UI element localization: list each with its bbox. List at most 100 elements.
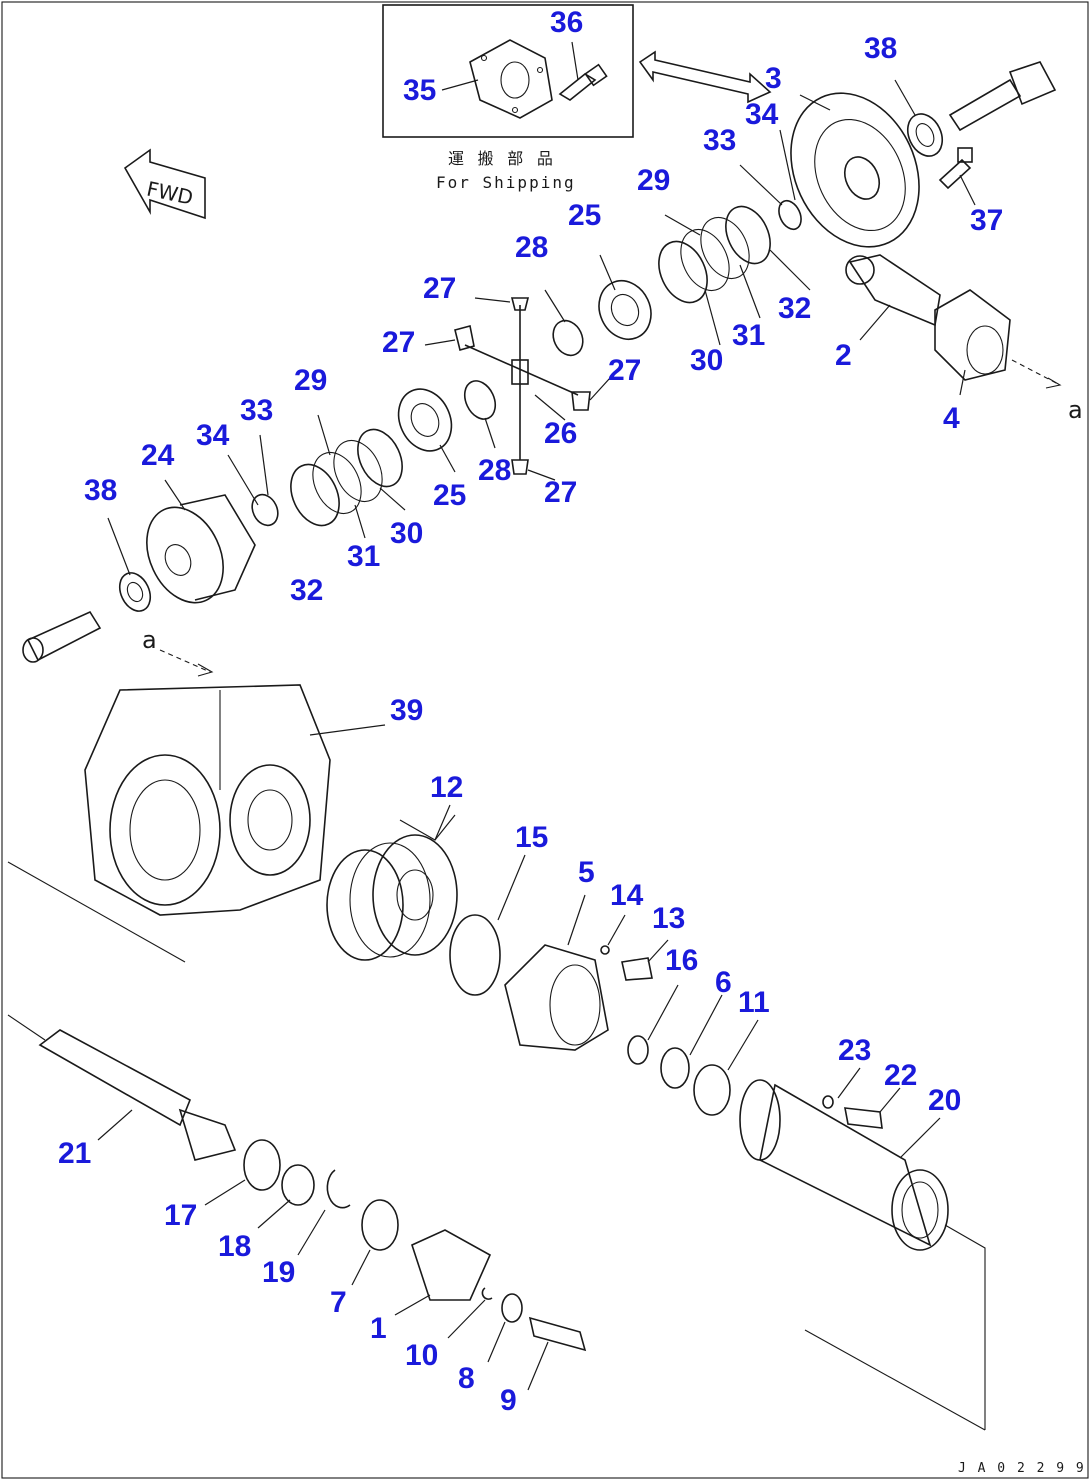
callout-33-right: 33 <box>703 124 736 157</box>
callout-11: 11 <box>738 986 770 1019</box>
pinion-gear-part-28-right <box>552 319 584 357</box>
washer-part-8 <box>501 1293 523 1323</box>
washer-part-33-right <box>778 199 802 231</box>
callout-3: 3 <box>765 62 782 95</box>
callout-31-right: 31 <box>732 319 765 352</box>
callout-28-right: 28 <box>515 231 548 264</box>
callout-7: 7 <box>330 1286 347 1319</box>
ref-mark-right: a <box>1068 396 1083 424</box>
callout-39: 39 <box>390 694 423 727</box>
callout-27-top: 27 <box>423 272 456 305</box>
bearing-part-38-right <box>906 113 944 157</box>
callout-26: 26 <box>544 417 577 450</box>
callout-17: 17 <box>164 1199 197 1232</box>
callout-38-left: 38 <box>84 474 117 507</box>
callout-13: 13 <box>652 902 685 935</box>
callout-32-left: 32 <box>290 574 323 607</box>
callout-34-right: 34 <box>745 98 779 131</box>
snap-ring-part-18 <box>281 1164 315 1206</box>
callout-30-left: 30 <box>390 517 423 550</box>
seal-part-16 <box>627 1035 649 1065</box>
callout-4: 4 <box>943 402 960 435</box>
callout-31-left: 31 <box>347 540 380 573</box>
brake-disc-pack-part-12 <box>326 834 458 961</box>
callout-21: 21 <box>58 1137 91 1170</box>
washer-part-10 <box>481 1287 493 1300</box>
fwd-label: FWD <box>145 177 196 210</box>
shaft-right-top <box>948 61 1057 132</box>
disc-pack-part-29-right <box>658 205 771 304</box>
o-ring-part-11 <box>693 1064 731 1116</box>
axis-line-lower <box>7 1014 46 1041</box>
callout-27-left: 27 <box>382 326 415 359</box>
callout-12: 12 <box>430 771 463 804</box>
callout-24: 24 <box>141 439 175 472</box>
axle-housing-part-39 <box>84 684 331 916</box>
callout-34-left: 34 <box>196 419 230 452</box>
callout-35: 35 <box>403 74 436 107</box>
callout-37: 37 <box>970 204 1003 237</box>
bolt-part-37 <box>938 147 973 190</box>
callout-20: 20 <box>928 1084 961 1117</box>
o-ring-part-15 <box>449 914 501 996</box>
callout-18: 18 <box>218 1230 251 1263</box>
diff-case-part-24 <box>146 494 256 604</box>
ref-dash-left <box>159 649 211 673</box>
callout-25-right: 25 <box>568 199 601 232</box>
callout-25-left: 25 <box>433 479 466 512</box>
bolt-part-36 <box>558 63 608 101</box>
axis-line-left <box>7 861 186 963</box>
shaft-left-top <box>22 610 102 663</box>
pinion-part-27-group <box>454 297 591 475</box>
callout-15: 15 <box>515 821 548 854</box>
spider-part-26 <box>464 305 579 460</box>
ref-mark-left: a <box>142 626 157 654</box>
bearing-part-17 <box>243 1139 281 1191</box>
bearing-part-6 <box>660 1047 690 1089</box>
callout-5: 5 <box>578 856 595 889</box>
callout-32-right: 32 <box>778 292 811 325</box>
cap-part-1 <box>411 1229 492 1301</box>
leader-lines <box>97 79 976 1391</box>
inset-caption-jp: 運 搬 部 品 <box>448 149 555 168</box>
callout-8: 8 <box>458 1362 475 1395</box>
callout-labels: 3 34 33 38 37 29 25 28 27 27 27 26 27 28… <box>58 32 1003 1417</box>
ring-gear-part-3 <box>790 92 920 248</box>
callout-22: 22 <box>884 1059 917 1092</box>
callout-2: 2 <box>835 339 852 372</box>
axis-line-right <box>944 1224 986 1430</box>
bolt-part-9 <box>528 1316 587 1352</box>
inset-caption-en: For Shipping <box>436 173 576 192</box>
callout-23: 23 <box>838 1034 871 1067</box>
forward-direction-icon: FWD <box>123 148 206 220</box>
washer-part-33-left <box>251 493 279 527</box>
pin-part-14 <box>600 945 610 955</box>
axis-line-bottom <box>804 1329 986 1431</box>
bolt-part-22 <box>844 1107 883 1129</box>
coupling-part-4 <box>934 289 1011 381</box>
side-gear-part-25-left <box>397 388 453 452</box>
callout-14: 14 <box>610 879 644 912</box>
bearing-part-38-left <box>118 572 152 612</box>
callout-27-right: 27 <box>608 354 641 387</box>
double-arrow-icon <box>638 50 772 104</box>
callout-36: 36 <box>550 6 583 39</box>
callout-27-bottom: 27 <box>544 476 577 509</box>
callout-30-right: 30 <box>690 344 723 377</box>
cover-plate-part-35 <box>469 39 553 119</box>
callout-9: 9 <box>500 1384 517 1417</box>
disc-pack-part-29-left <box>290 428 403 527</box>
callout-33-left: 33 <box>240 394 273 427</box>
shipping-inset: 35 36 運 搬 部 品 For Shipping <box>382 4 634 192</box>
callout-1: 1 <box>370 1312 387 1345</box>
drawing-code: J A 0 2 2 9 9 4 <box>958 1461 1090 1476</box>
snap-ring-part-19 <box>326 1169 351 1209</box>
callout-28-left: 28 <box>478 454 511 487</box>
callout-29-right: 29 <box>637 164 670 197</box>
axle-tube-part-20 <box>739 1079 949 1251</box>
pinion-gear-part-28-left <box>463 380 497 420</box>
callout-6: 6 <box>715 966 732 999</box>
washer-part-23 <box>822 1095 834 1109</box>
